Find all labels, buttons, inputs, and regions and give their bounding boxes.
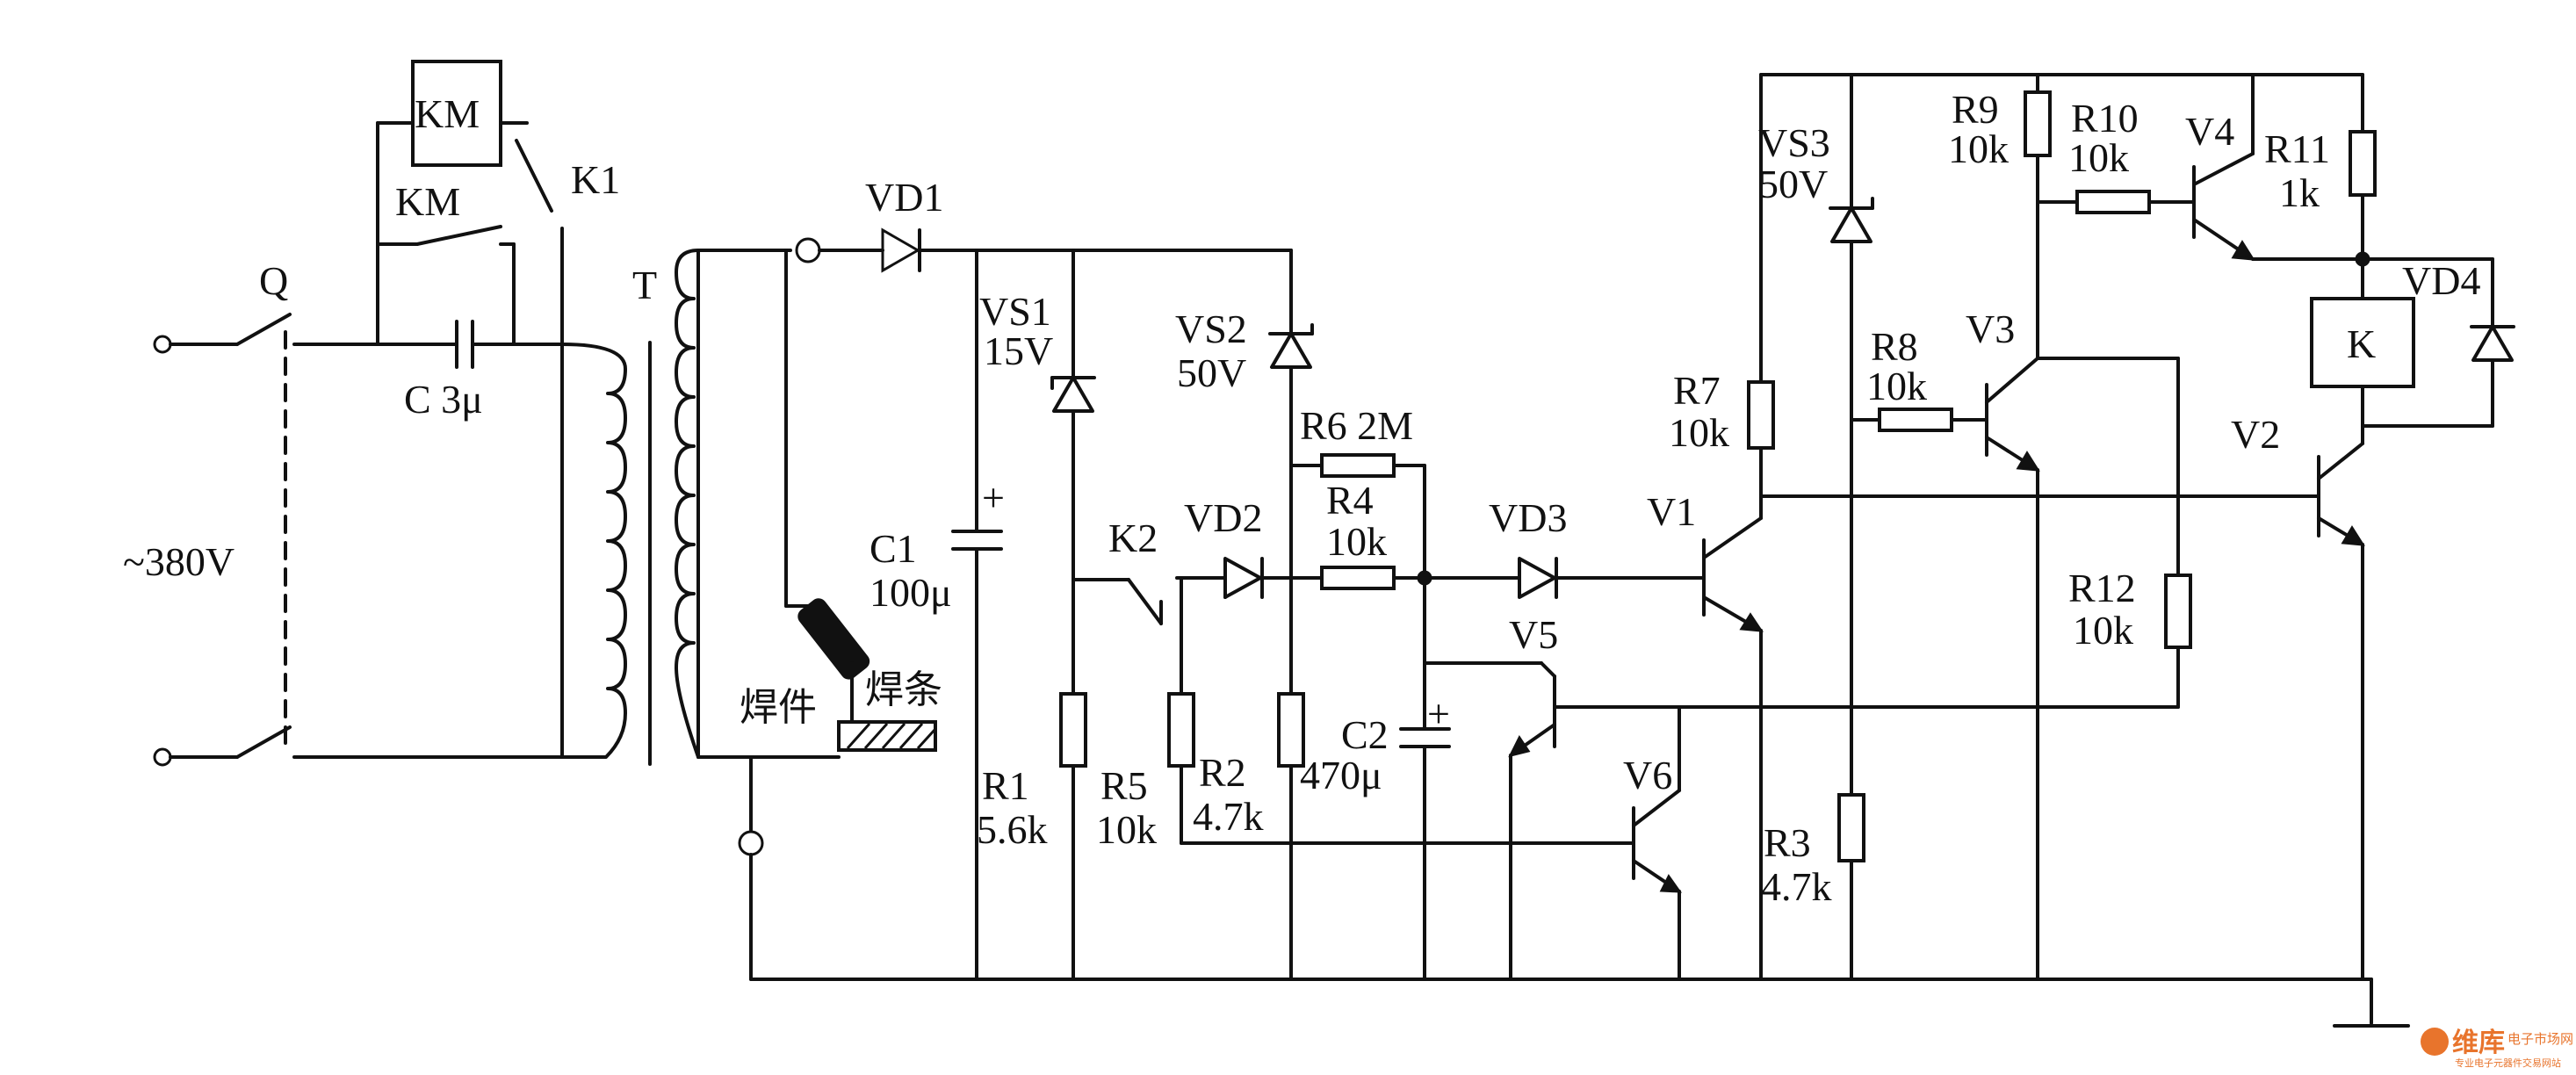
r12-value: 10k [2073, 608, 2133, 653]
vs2-value: 50V [1177, 350, 1246, 395]
top-rail [1747, 73, 2364, 981]
km-relay [376, 60, 564, 759]
v5-label: V5 [1509, 612, 1558, 657]
labels: KM KM K1 Q C 3μ ~380V T 焊件 焊条 VD1 VS1 15… [123, 87, 2480, 909]
c-label: C 3μ [404, 377, 483, 422]
t-label: T [632, 263, 657, 307]
mains-input [153, 313, 564, 767]
watermark-logo-icon [2421, 1028, 2449, 1056]
k2-label: K2 [1108, 516, 1158, 560]
vs1-r1-branch [1050, 249, 1227, 981]
r6-r4 [1289, 453, 1521, 590]
r12-label: R12 [2068, 566, 2136, 610]
vd1-label: VD1 [865, 175, 943, 220]
v1-transistor [1702, 494, 1764, 981]
vs1-value: 15V [984, 328, 1053, 373]
v6-transistor [1632, 705, 1683, 981]
vs2-r2-branch [1268, 249, 1314, 981]
km-coil [411, 60, 502, 167]
r6-label: R6 2M [1300, 403, 1413, 448]
electrode-holder [797, 598, 870, 680]
r3-value: 4.7k [1761, 864, 1832, 909]
km-contact-label: KM [395, 179, 460, 224]
r11-label: R11 [2264, 126, 2330, 171]
k1-label: K1 [571, 157, 620, 202]
q-label: Q [259, 258, 288, 303]
c1-label: C1 [869, 526, 917, 571]
r5-value: 10k [1096, 807, 1157, 852]
c1-plus: + [982, 475, 1005, 520]
vd3-diode [1518, 557, 1706, 599]
v3-label: V3 [1966, 307, 2015, 351]
rod-label: 焊条 [865, 667, 942, 712]
vs3-label: VS3 [1758, 120, 1830, 165]
r9-r10-v4 [2024, 73, 2364, 360]
ground-symbol [2333, 978, 2410, 1028]
k-label: K [2347, 321, 2376, 366]
c1-capacitor [951, 249, 1003, 981]
r11-value: 1k [2279, 170, 2320, 215]
r10-label: R10 [2071, 96, 2139, 141]
km-coil-label: KM [415, 91, 480, 136]
r1-value: 5.6k [977, 807, 1048, 852]
r9-label: R9 [1952, 87, 1999, 132]
r2-label: R2 [1199, 750, 1246, 795]
r4-value: 10k [1326, 519, 1387, 564]
r9-value: 10k [1948, 126, 2009, 171]
vs1-label: VS1 [979, 289, 1051, 334]
watermark-tag: 电子市场网 [2507, 1031, 2573, 1047]
r7-label: R7 [1673, 368, 1721, 413]
vs2-label: VS2 [1175, 307, 1247, 351]
v1-label: V1 [1647, 489, 1696, 534]
v2-label: V2 [2231, 412, 2280, 457]
vd1-diode [881, 227, 1293, 273]
transformer [560, 249, 700, 766]
c2-plus: + [1427, 691, 1450, 736]
r8-value: 10k [1866, 364, 1927, 408]
c2-value: 470μ [1300, 753, 1382, 797]
r10-value: 10k [2068, 135, 2129, 180]
r2-value: 4.7k [1193, 794, 1264, 839]
workpiece-label: 焊件 [740, 685, 817, 730]
r11-k-vd4-v2 [2310, 73, 2515, 981]
watermark-brand: 维库 [2452, 1028, 2505, 1058]
v4-label: V4 [2185, 109, 2234, 154]
c2-capacitor [1399, 576, 1451, 981]
vd2-label: VD2 [1184, 495, 1262, 540]
r1-label: R1 [982, 763, 1029, 808]
supply-label: ~380V [123, 539, 235, 584]
v5-transistor [1423, 661, 2162, 981]
vd3-label: VD3 [1489, 495, 1567, 540]
r8-v3 [1850, 357, 2192, 981]
r8-label: R8 [1871, 324, 1918, 369]
r5-label: R5 [1100, 763, 1148, 808]
vd2-branch [1167, 557, 1635, 845]
c2-label: C2 [1341, 712, 1389, 757]
watermark: 维库 电子市场网 专业电子元器件交易网站 [2421, 1028, 2573, 1069]
c1-value: 100μ [869, 570, 952, 615]
vs3-value: 50V [1758, 162, 1828, 206]
v6-label: V6 [1623, 753, 1672, 797]
welding-output [696, 237, 937, 981]
r7-value: 10k [1669, 410, 1729, 455]
vd4-label: VD4 [2402, 258, 2480, 303]
r4-label: R4 [1326, 478, 1374, 523]
watermark-sub: 专业电子元器件交易网站 [2455, 1057, 2561, 1069]
r3-label: R3 [1764, 820, 1811, 865]
